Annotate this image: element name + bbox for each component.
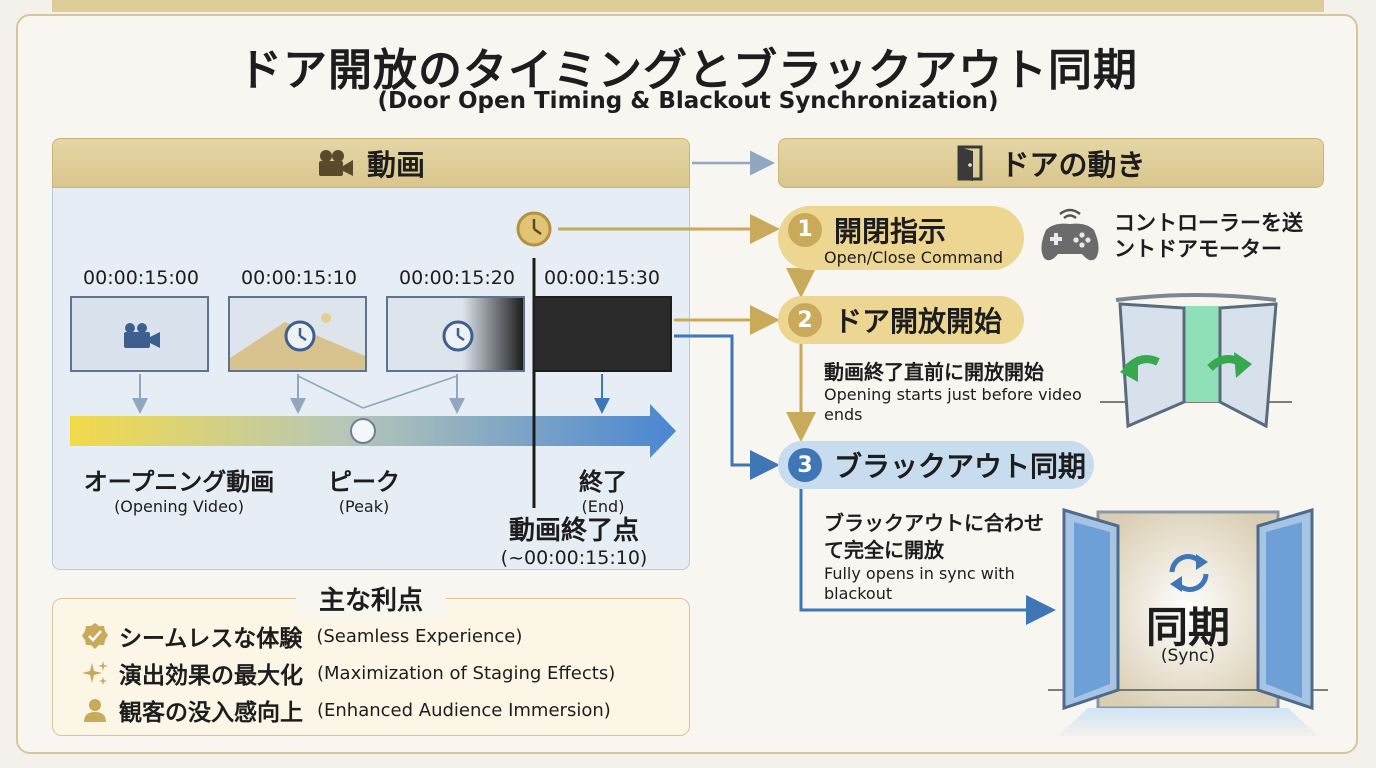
step-3-number: 3 bbox=[788, 448, 822, 482]
video-panel-title: 動画 bbox=[366, 148, 425, 182]
step-1-number: 1 bbox=[788, 212, 822, 247]
step-3: 3 ブラックアウト同期 bbox=[778, 441, 1094, 489]
clock-icon bbox=[284, 320, 316, 352]
person-icon bbox=[84, 699, 106, 722]
benefit-item: 観客の没入感向上 (Enhanced Audience Immersion) bbox=[81, 695, 611, 726]
step-2-number: 2 bbox=[788, 303, 822, 337]
step-2: 2 ドア開放開始 bbox=[778, 296, 1024, 344]
page-subtitle: (Door Open Timing & Blackout Synchroniza… bbox=[377, 88, 999, 114]
step-2-desc-ja: 動画終了直前に開放開始 bbox=[824, 360, 1044, 384]
label-opening-en: (Opening Video) bbox=[114, 497, 244, 516]
sync-icon bbox=[1169, 554, 1209, 592]
video-panel bbox=[52, 188, 690, 570]
step-1-title: 開閉指示 bbox=[834, 214, 947, 248]
step-3-desc-ja: ブラックアウトに合わせて完全に開放 bbox=[824, 511, 1044, 562]
sync-door-illustration bbox=[1048, 507, 1328, 736]
video-camera-icon bbox=[124, 323, 160, 348]
benefit-item: シームレスな体験 (Seamless Experience) bbox=[81, 621, 523, 652]
benefits-title: 主な利点 bbox=[296, 580, 446, 617]
video-thumb-blackout bbox=[533, 296, 672, 372]
door-panel-title: ドアの動き bbox=[1000, 148, 1146, 182]
label-end-en: (End) bbox=[581, 497, 625, 516]
top-accent-bar bbox=[52, 0, 1324, 12]
sync-label-en: (Sync) bbox=[1160, 646, 1216, 666]
sync-label: 同期 bbox=[1145, 603, 1230, 652]
page-title: ドア開放のタイミングとブラックアウト同期 bbox=[238, 45, 1138, 96]
opening-doors-illustration bbox=[1100, 293, 1292, 429]
sparkle-icon bbox=[82, 661, 108, 685]
door-panel-header: ドアの動き bbox=[778, 138, 1324, 188]
benefit-3-en: (Enhanced Audience Immersion) bbox=[317, 699, 611, 721]
step-2-description: 動画終了直前に開放開始 Opening starts just before v… bbox=[824, 356, 1086, 425]
video-thumb-fading bbox=[386, 296, 525, 372]
benefit-2-ja: 演出効果の最大化 bbox=[119, 663, 303, 689]
badge-check-icon bbox=[82, 623, 108, 649]
step-3-title: ブラックアウト同期 bbox=[834, 450, 1087, 483]
benefit-2-en: (Maximization of Staging Effects) bbox=[317, 662, 616, 684]
benefits-box: シームレスな体験 (Seamless Experience) 演出効果の最大化 … bbox=[52, 598, 690, 736]
step-3-description: ブラックアウトに合わせて完全に開放 Fully opens in sync wi… bbox=[824, 510, 1046, 604]
benefit-1-en: (Seamless Experience) bbox=[316, 625, 523, 647]
label-peak-en: (Peak) bbox=[338, 497, 390, 516]
controller-note: コントローラーを送ントドアモーター bbox=[1114, 211, 1303, 261]
step-1-subtitle: Open/Close Command bbox=[824, 247, 1004, 267]
label-opening: オープニング動画 (Opening Video) bbox=[74, 462, 284, 516]
step-1: 1 開閉指示 Open/Close Command bbox=[778, 206, 1024, 270]
label-end: 終了 (End) bbox=[548, 462, 658, 516]
video-thumb-peak bbox=[228, 296, 367, 372]
label-peak: ピーク (Peak) bbox=[304, 462, 424, 516]
timecode-3: 00:00:15:20 bbox=[399, 267, 515, 289]
end-point-label: 動画終了点 (~00:00:15:10) bbox=[478, 510, 670, 569]
video-thumb-opening bbox=[70, 296, 209, 372]
end-point-title: 動画終了点 bbox=[508, 516, 639, 546]
video-panel-header: 動画 bbox=[52, 138, 690, 188]
gamepad-icon bbox=[1041, 208, 1099, 261]
step-3-desc-en: Fully opens in sync with blackout bbox=[824, 564, 1015, 603]
timecode-4: 00:00:15:30 bbox=[544, 267, 660, 289]
label-end-ja: 終了 bbox=[579, 468, 627, 496]
label-opening-ja: オープニング動画 bbox=[83, 468, 275, 496]
end-point-time: (~00:00:15:10) bbox=[500, 547, 648, 569]
timecode-1: 00:00:15:00 bbox=[83, 267, 199, 289]
benefit-1-ja: シームレスな体験 bbox=[119, 626, 303, 652]
benefit-3-ja: 観客の没入感向上 bbox=[119, 700, 303, 726]
timecode-2: 00:00:15:10 bbox=[241, 267, 357, 289]
peak-marker bbox=[350, 418, 376, 444]
clock-icon bbox=[516, 211, 552, 247]
clock-icon bbox=[442, 320, 474, 352]
benefit-item: 演出効果の最大化 (Maximization of Staging Effect… bbox=[81, 658, 616, 689]
door-icon bbox=[957, 145, 983, 181]
step-2-title: ドア開放開始 bbox=[834, 305, 1003, 338]
movie-camera-icon bbox=[318, 150, 353, 176]
step-2-desc-en: Opening starts just before video ends bbox=[824, 385, 1082, 424]
label-peak-ja: ピーク bbox=[328, 468, 400, 496]
